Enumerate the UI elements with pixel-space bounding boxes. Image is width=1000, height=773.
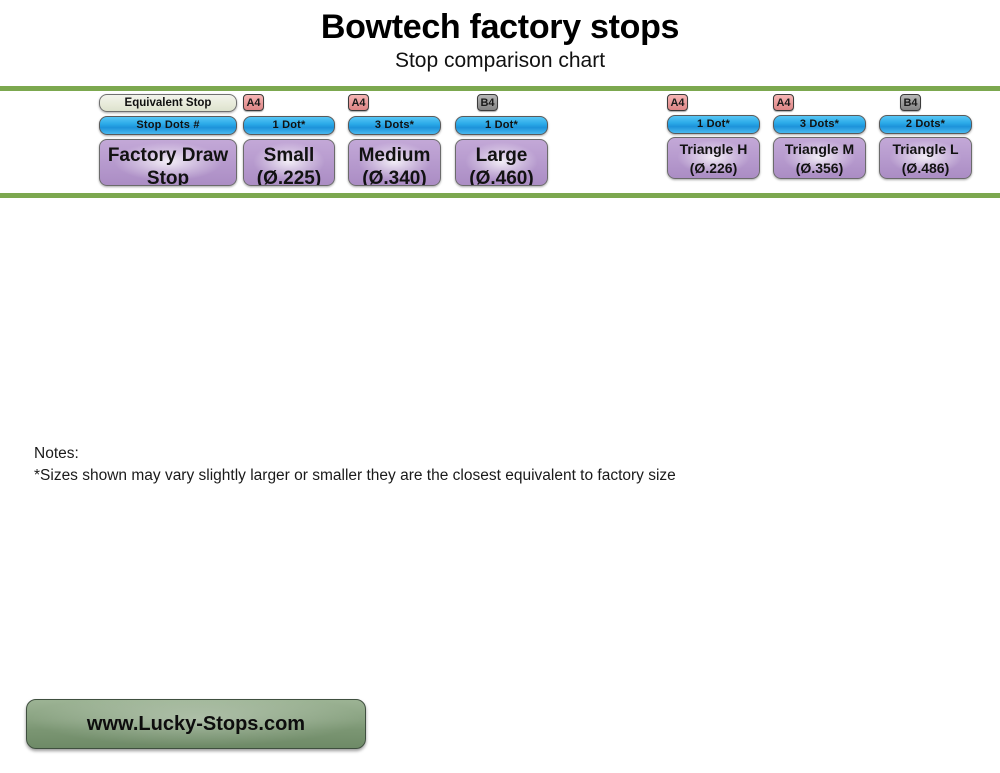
dots-label-medium: 3 Dots* [348,116,441,135]
badge-a4-icon: A4 [667,94,688,111]
factory-draw-stop-line1: Factory Draw [107,145,229,166]
badge-a4-icon: A4 [773,94,794,111]
stop-name-medium-line1: Medium [358,145,431,166]
badge-b4-icon: B4 [477,94,498,111]
equivalent-stop-header: Equivalent Stop [99,94,237,112]
dots-label-triangle-h: 1 Dot* [667,115,760,134]
notes-section: Notes: *Sizes shown may vary slightly la… [34,443,934,487]
website-url: www.Lucky-Stops.com [86,713,306,735]
stop-name-medium: Medium (Ø.340) [348,139,441,186]
dots-label-large: 1 Dot* [455,116,548,135]
stop-name-triangle-l-line1: Triangle L [892,141,959,157]
stop-dots-header: Stop Dots # [99,116,237,135]
dots-label-triangle-m: 3 Dots* [773,115,866,134]
divider-bottom [0,193,1000,198]
stop-name-large-line2: (Ø.460) [469,168,534,186]
stop-name-large: Large (Ø.460) [455,139,548,186]
badge-b4-icon: B4 [900,94,921,111]
notes-line-1: *Sizes shown may vary slightly larger or… [34,467,676,484]
stop-name-large-line1: Large [475,145,528,166]
badge-a4-icon: A4 [348,94,369,111]
stop-name-triangle-l: Triangle L (Ø.486) [879,137,972,179]
factory-draw-stop-line2: Stop [146,168,190,186]
stop-name-triangle-l-line2: (Ø.486) [901,160,950,176]
stop-name-small: Small (Ø.225) [243,139,335,186]
dots-label-triangle-l: 2 Dots* [879,115,972,134]
website-banner[interactable]: www.Lucky-Stops.com [26,699,366,749]
page-title: Bowtech factory stops [320,8,680,46]
divider-top [0,86,1000,91]
stop-name-triangle-m-line1: Triangle M [784,141,855,157]
stop-name-triangle-h: Triangle H (Ø.226) [667,137,760,179]
stop-name-small-line1: Small [263,145,315,166]
stop-comparison-chart: Equivalent Stop Stop Dots # Factory Draw… [0,91,1000,193]
dots-label-small: 1 Dot* [243,116,335,135]
notes-heading: Notes: [34,445,79,462]
stop-name-medium-line2: (Ø.340) [362,168,427,186]
page-header: Bowtech factory stops Stop comparison ch… [0,0,1000,74]
stop-name-triangle-m-line2: (Ø.356) [795,160,844,176]
page-subtitle: Stop comparison chart [394,49,606,72]
stop-name-triangle-h-line2: (Ø.226) [689,160,738,176]
stop-name-small-line2: (Ø.225) [256,168,322,186]
stop-name-triangle-h-line1: Triangle H [679,141,748,157]
stop-name-triangle-m: Triangle M (Ø.356) [773,137,866,179]
badge-a4-icon: A4 [243,94,264,111]
factory-draw-stop-header: Factory Draw Stop [99,139,237,186]
